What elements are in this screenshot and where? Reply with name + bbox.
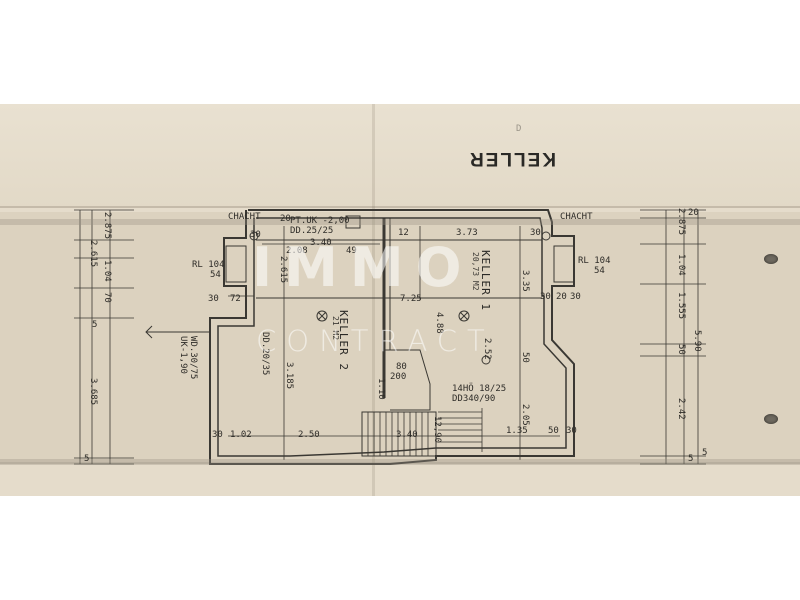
dim-top-30b: 30 (530, 228, 541, 238)
shaft-left (225, 245, 247, 283)
dim-inner-50: 50 (520, 352, 530, 363)
inner-wall (217, 217, 567, 457)
left-dim-104: 1.04 (102, 260, 112, 282)
ceiling-opening-label: DD.25/25 (290, 226, 334, 236)
room-name-keller-1: KELLER 1 (479, 250, 492, 311)
floor-plan-sheet: D (0, 104, 800, 496)
dim-bottom-135: 1.35 (506, 426, 528, 436)
dim-top-49: 49 (346, 246, 357, 256)
dim-bottom-30b: 30 (566, 426, 577, 436)
shaft-top (345, 215, 361, 229)
right-dim-5b: 5 (702, 448, 708, 458)
dim-bottom-250: 2.50 (298, 430, 320, 440)
rl-val-right: 54 (594, 266, 605, 276)
staircase (361, 411, 437, 457)
dim-80: 80 (396, 362, 407, 372)
window-label: WD.30/75 (188, 336, 198, 380)
stair-height-label: 14HÖ 18/25 (452, 384, 507, 394)
window-uk-label: UK-1,90 (178, 336, 188, 374)
left-dim-3685: 3.685 (88, 378, 98, 406)
shaft-right (553, 245, 575, 283)
dim-bottom-102: 1.02 (230, 430, 252, 440)
punch-hole-top (764, 254, 778, 264)
dim-top-20: 20 (280, 214, 291, 224)
paper-fold-top (0, 206, 800, 208)
right-dim-590: 5.90 (692, 330, 702, 352)
right-dim-2875: 2.875 (676, 208, 686, 236)
left-dim-2615: 2.615 (88, 240, 98, 268)
sheet-top-section (0, 104, 800, 208)
right-dim-5: 5 (688, 454, 694, 464)
watermark-logo: IMMO (252, 236, 474, 299)
punch-hole-bottom (764, 414, 778, 424)
dim-right-20: 20 (556, 292, 567, 302)
parapet-label: PT.UK -2,00 (290, 216, 350, 226)
left-dim-2875: 2.875 (102, 212, 112, 240)
corner-mark: D (516, 124, 522, 134)
dim-110: 1.10 (376, 378, 386, 400)
dim-right-30: 30 (540, 292, 551, 302)
dim-bottom-50: 50 (548, 426, 559, 436)
shaft-label-left: CHACHT (228, 212, 261, 222)
dim-bottom-30: 30 (212, 430, 223, 440)
dim-200: 200 (390, 372, 407, 382)
sheet-copy-band (0, 212, 800, 462)
left-dim-5: 5 (92, 320, 98, 330)
right-dim-242: 2.42 (676, 398, 686, 420)
dim-left-72: 72 (230, 294, 241, 304)
door-opening (384, 349, 431, 411)
dim-top-12: 12 (398, 228, 409, 238)
dim-right-30b: 30 (570, 292, 581, 302)
light-fixture-k1 (458, 310, 470, 322)
dim-335: 3.35 (520, 270, 530, 292)
rl-label-left: RL 104 (192, 260, 225, 270)
dim-top-208: 2.08 (286, 246, 308, 256)
outer-wall (209, 209, 575, 465)
light-fixture-k2 (316, 310, 328, 322)
ceiling-opening-stair: DD340/90 (452, 394, 496, 404)
rl-val-left: 54 (210, 270, 221, 280)
dim-1290: 12,90 (432, 416, 442, 444)
dim-top-30: 30 (250, 230, 261, 240)
right-dim-1555: 1.555 (676, 292, 686, 320)
right-dim-20: 20 (688, 208, 699, 218)
left-dim-5b: 5 (84, 454, 90, 464)
right-dim-104: 1.04 (676, 254, 686, 276)
dim-3185: 3.185 (284, 362, 294, 390)
left-dim-70: 70 (102, 292, 112, 303)
rl-label-right: RL 104 (578, 256, 611, 266)
paper-fold-vertical (372, 104, 375, 496)
dim-725: 7.25 (400, 294, 422, 304)
right-dim-50: 50 (676, 344, 686, 355)
dim-top-340: 3.40 (310, 238, 332, 248)
dim-top-373: 3.73 (456, 228, 478, 238)
shaft-label-right: CHACHT (560, 212, 593, 222)
dim-205: 2.05 (520, 404, 530, 426)
dim-340-stair: 3.40 (396, 430, 418, 440)
watermark-subtitle: CONTRACT (256, 324, 495, 358)
dim-left-30: 30 (208, 294, 219, 304)
